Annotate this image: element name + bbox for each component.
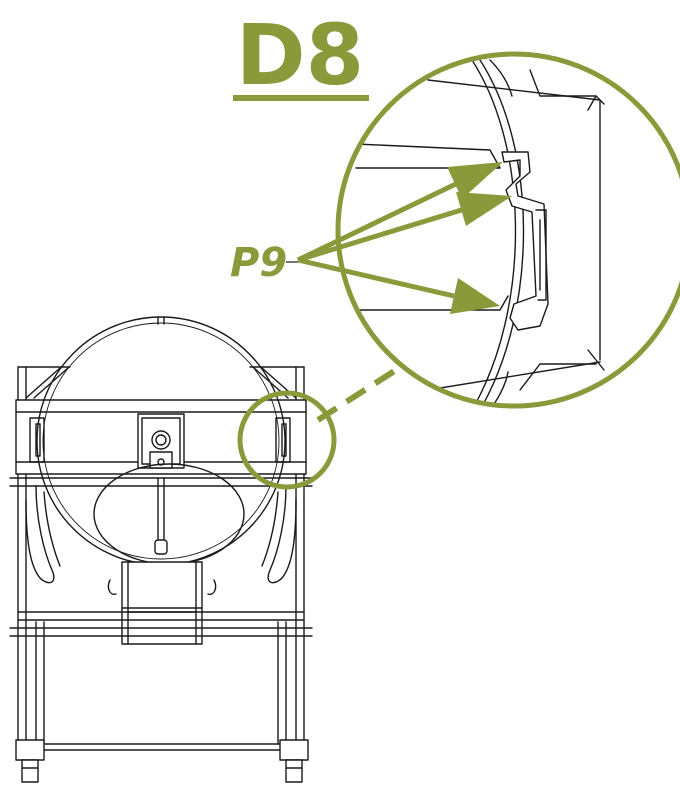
callout-arrows: [286, 162, 512, 314]
callout-arrow-lower: [297, 257, 455, 299]
detail-marker-circle: [237, 390, 337, 490]
callout-arrowhead-upper: [447, 162, 503, 199]
step-label-underline: [233, 95, 369, 101]
callout-arrow-middle: [297, 205, 469, 263]
callout-arrowhead-middle: [456, 192, 512, 226]
detail-leader-line: [316, 367, 398, 423]
callout-arrowhead-lower: [450, 278, 500, 314]
part-label: P9: [230, 240, 287, 286]
detail-zoom-view: [338, 54, 680, 406]
machine-front-view: [9, 316, 313, 783]
callout-arrow-upper: [296, 179, 462, 263]
detail-zoom-circle: [335, 51, 680, 409]
step-label: D8: [236, 6, 364, 104]
